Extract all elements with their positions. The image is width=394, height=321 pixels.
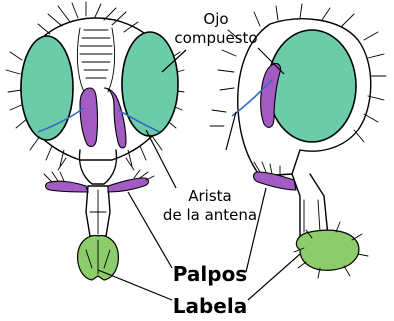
label-compound-eye-line1: Ojo: [203, 10, 228, 28]
label-arista-line1: Arista: [188, 187, 231, 205]
label-labella: Labela: [173, 294, 247, 318]
leader-arista-right: [226, 112, 236, 150]
label-compound-eye-line2: compuesto: [174, 29, 257, 47]
side-compound-eye: [268, 30, 356, 142]
label-arista-line2: de la antena: [163, 206, 257, 224]
label-palps: Palpos: [173, 262, 247, 286]
front-right-compound-eye: [122, 32, 178, 136]
front-left-compound-eye: [21, 36, 73, 140]
leader-palps-left: [128, 192, 172, 268]
leader-palps-right: [246, 188, 266, 272]
side-labella: [296, 230, 359, 270]
leader-labella-left: [98, 270, 172, 300]
front-view-head: [6, 2, 184, 280]
leader-arista-left: [146, 130, 176, 188]
front-face: [80, 150, 117, 184]
leader-labella-right: [248, 254, 300, 300]
front-right-palp: [108, 178, 149, 192]
front-left-palp: [46, 181, 89, 192]
front-left-antenna: [80, 88, 98, 147]
frons-stripes: [77, 28, 114, 92]
